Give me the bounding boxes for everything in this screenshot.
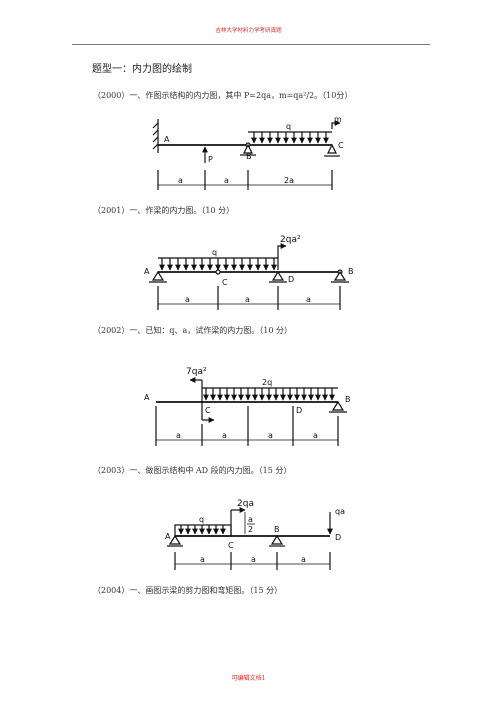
- dim-3: 2a: [284, 176, 294, 185]
- dim-2: a: [245, 295, 250, 304]
- label-D: D: [288, 275, 294, 284]
- dim-3: a: [306, 295, 311, 304]
- label-C: C: [228, 541, 234, 550]
- label-q: q: [212, 248, 217, 257]
- page-header: 吉林大学材料力学考研真题: [215, 28, 282, 34]
- label-B: B: [348, 267, 354, 276]
- dim-1: a: [185, 295, 190, 304]
- dim-3: a: [268, 431, 273, 440]
- figure-2000-beam: A P B q m C a a 2a: [152, 115, 344, 190]
- header-rule: [72, 44, 430, 45]
- label-C: C: [205, 406, 211, 415]
- label-a-over-2-top: a: [248, 515, 253, 524]
- page-footer: 可编辑文档1: [231, 675, 266, 682]
- label-B: B: [274, 525, 280, 534]
- label-qa: qa: [335, 507, 345, 516]
- label-D: D: [296, 406, 302, 415]
- dim-2: a: [222, 431, 227, 440]
- problem-2001-text: （2001）一、作梁的内力图。（10 分）: [93, 206, 235, 215]
- figure-2001-beam: 2qa² q A C D B a a a: [144, 235, 354, 310]
- problem-2003-text: （2003）一、做图示结构中 AD 段的内力图。（15 分）: [93, 466, 292, 475]
- label-a-over-2-bot: 2: [248, 525, 253, 534]
- label-m: m: [334, 115, 342, 124]
- label-C: C: [338, 141, 344, 150]
- label-C: C: [222, 278, 228, 287]
- figure-2003-beam: 2qa q a 2 qa A C B D a a a: [165, 499, 345, 570]
- problem-2004-text: （2004）一、画图示梁的剪力图和弯矩图。（15 分）: [93, 586, 283, 595]
- dim-2: a: [224, 176, 229, 185]
- label-D: D: [335, 533, 341, 542]
- label-A: A: [144, 393, 150, 402]
- label-B: B: [345, 395, 351, 404]
- label-7qa2: 7qa²: [186, 367, 207, 377]
- label-q: q: [199, 515, 204, 524]
- label-A: A: [165, 532, 171, 541]
- dim-1: a: [200, 555, 205, 564]
- dim-3: a: [301, 555, 306, 564]
- label-2qa2: 2qa²: [280, 235, 301, 245]
- label-A: A: [144, 267, 150, 276]
- label-q: q: [286, 122, 291, 131]
- label-P: P: [208, 155, 213, 164]
- problem-2002-text: （2002）一、已知：q、a，试作梁的内力图。（10 分）: [93, 326, 292, 335]
- dim-4: a: [313, 431, 318, 440]
- section-title: 题型一：内力图的绘制: [92, 64, 192, 75]
- label-2qa: 2qa: [237, 499, 254, 509]
- label-2q: 2q: [262, 378, 272, 387]
- label-A: A: [164, 135, 170, 144]
- problem-2000-text: （2000）一、作图示结构的内力图，其中 P=2qa，m=qa²/2。（10分）: [93, 91, 353, 100]
- figure-2002-beam: 7qa² 2q A C D B a a a a: [144, 367, 351, 446]
- dim-1: a: [178, 176, 183, 185]
- label-B: B: [246, 152, 252, 161]
- dim-2: a: [251, 555, 256, 564]
- dim-1: a: [176, 431, 181, 440]
